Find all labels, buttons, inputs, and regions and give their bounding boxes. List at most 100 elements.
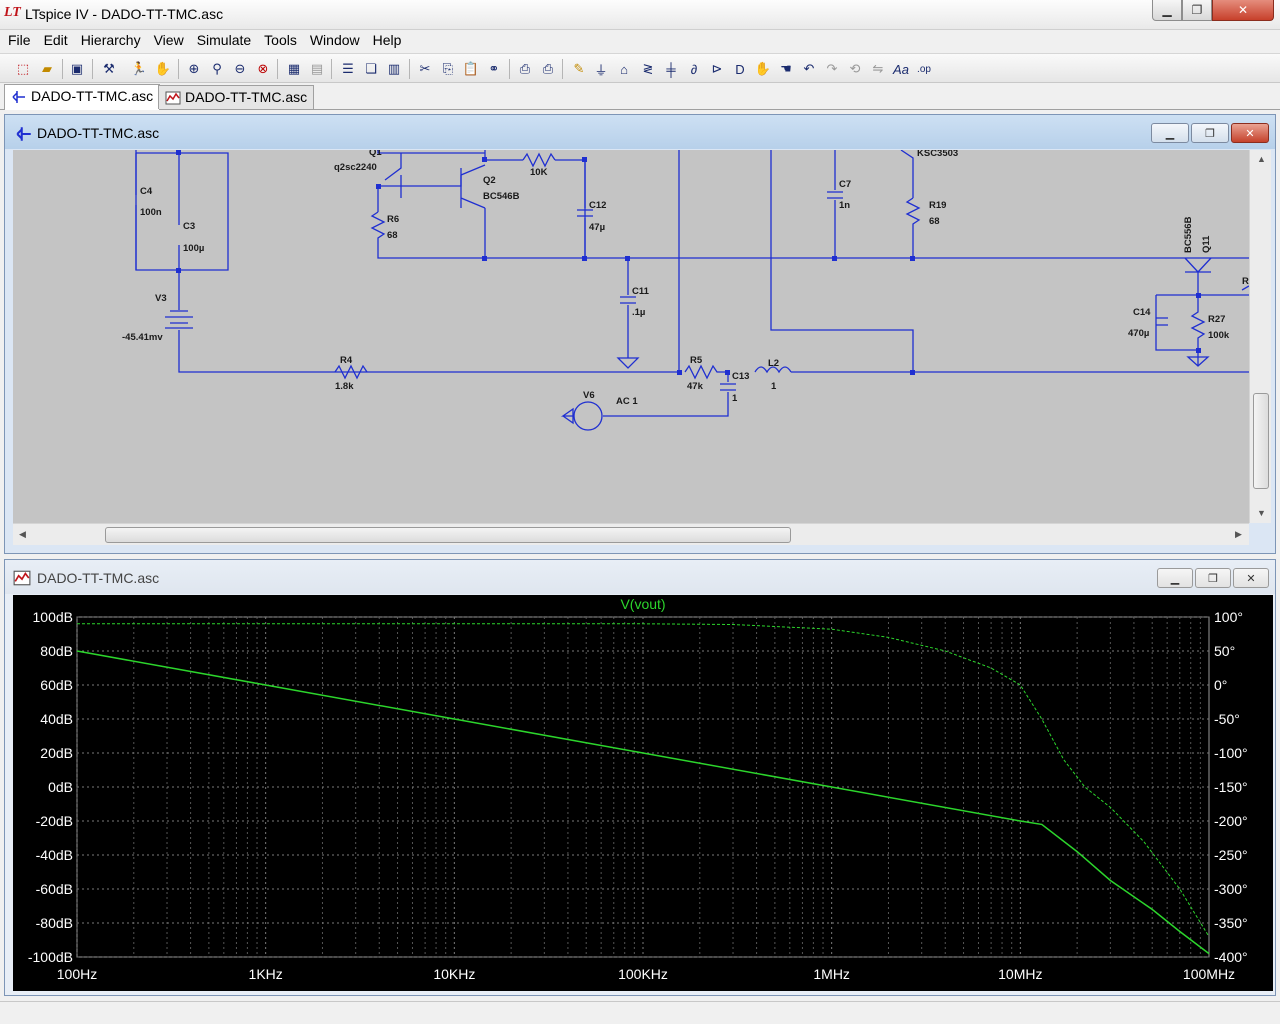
scroll-down-icon[interactable]: ▼ xyxy=(1257,508,1266,518)
component-icon[interactable]: D xyxy=(735,61,745,77)
capacitor-c13 xyxy=(603,372,736,417)
paste-icon[interactable]: 📋 xyxy=(462,61,480,76)
diode-icon[interactable]: ⊳ xyxy=(711,61,723,76)
control-panel-hammer-icon[interactable]: ⚒ xyxy=(103,61,115,76)
menu-window[interactable]: Window xyxy=(309,32,360,48)
view-grid-icon[interactable]: ▤ xyxy=(310,61,324,76)
label-c13: C13 xyxy=(732,371,749,382)
drag-hand-icon[interactable]: ☚ xyxy=(780,61,792,76)
label-net-icon[interactable]: ⌂ xyxy=(620,61,628,77)
document-tabs: DADO-TT-TMC.asc DADO-TT-TMC.asc xyxy=(0,84,1280,110)
halt-hand-icon[interactable]: ✋ xyxy=(154,61,172,76)
y-right-tick-label: -100° xyxy=(1214,745,1248,761)
menu-edit[interactable]: Edit xyxy=(43,32,68,48)
draw-wire-icon[interactable]: ✎ xyxy=(573,61,585,76)
y-right-tick-label: -50° xyxy=(1214,711,1240,727)
schematic-vertical-scrollbar[interactable]: ▲ ▼ xyxy=(1249,150,1271,523)
label-r4: R4 xyxy=(340,355,353,366)
schematic-canvas[interactable]: Q1 q2sc2240 Q2 BC546B 10K C4 100n C3 100… xyxy=(13,150,1249,523)
save-icon[interactable]: ▣ xyxy=(70,61,84,76)
maximize-button[interactable]: ❐ xyxy=(1182,0,1212,21)
menu-view[interactable]: View xyxy=(153,32,184,48)
move-hand-icon[interactable]: ✋ xyxy=(754,61,772,76)
label-c11: C11 xyxy=(632,286,650,297)
tab-schematic[interactable]: DADO-TT-TMC.asc xyxy=(4,84,161,110)
label-q2-model: BC546B xyxy=(483,191,520,202)
resistor-r4 xyxy=(334,364,368,380)
tile-horizontal-icon[interactable]: ☰ xyxy=(342,61,354,76)
horizontal-scroll-thumb[interactable] xyxy=(105,527,791,543)
label-r6-value: 68 xyxy=(387,230,398,241)
schematic-restore-button[interactable]: ❐ xyxy=(1191,123,1229,143)
menu-file[interactable]: File xyxy=(8,32,31,48)
schematic-window: DADO-TT-TMC.asc ▁ ❐ ✕ xyxy=(4,114,1276,554)
waveform-window-titlebar: DADO-TT-TMC.asc ▁ ❐ ✕ xyxy=(5,560,1275,594)
source-v6 xyxy=(573,401,603,431)
autorange-icon[interactable]: ▦ xyxy=(287,61,301,76)
ground-icon[interactable]: ⏚ xyxy=(594,62,608,78)
label-c14: C14 xyxy=(1133,307,1151,318)
zoom-fit-icon[interactable]: ⊗ xyxy=(257,61,269,76)
run-simulation-icon[interactable]: 🏃 xyxy=(130,61,148,76)
undo-icon[interactable]: ↶ xyxy=(803,61,815,76)
inductor-icon[interactable]: ∂ xyxy=(690,61,698,77)
waveform-minimize-button[interactable]: ▁ xyxy=(1157,568,1193,588)
capacitor-icon[interactable]: ╪ xyxy=(666,61,676,77)
schematic-minimize-button[interactable]: ▁ xyxy=(1151,123,1189,143)
scroll-left-icon[interactable]: ◀ xyxy=(19,529,26,539)
menu-hierarchy[interactable]: Hierarchy xyxy=(80,32,141,48)
label-c12-value: 47µ xyxy=(589,222,605,233)
label-q11: Q11 xyxy=(1201,235,1212,253)
junctions xyxy=(176,150,1201,375)
tab-waveform-label: DADO-TT-TMC.asc xyxy=(185,89,308,105)
waveform-restore-button[interactable]: ❐ xyxy=(1195,568,1231,588)
y-right-tick-label: -250° xyxy=(1214,847,1248,863)
tab-waveform[interactable]: DADO-TT-TMC.asc xyxy=(158,85,315,109)
print-setup-icon[interactable]: ⎙ xyxy=(519,61,531,76)
label-l2-value: 1 xyxy=(771,381,777,392)
redo-icon[interactable]: ↷ xyxy=(826,61,838,76)
y-right-tick-label: -350° xyxy=(1214,915,1248,931)
resistor-icon[interactable]: ≷ xyxy=(642,61,654,76)
scroll-up-icon[interactable]: ▲ xyxy=(1257,154,1266,164)
menu-help[interactable]: Help xyxy=(372,32,402,48)
open-folder-icon[interactable]: ▰ xyxy=(42,61,52,76)
zoom-in-icon[interactable]: ⊕ xyxy=(188,61,200,76)
rotate-icon[interactable]: ⟲ xyxy=(849,61,861,76)
print-icon[interactable]: ⎙ xyxy=(542,61,554,76)
spice-directive-icon[interactable]: .op xyxy=(917,63,931,75)
label-r4-value: 1.8k xyxy=(335,381,354,392)
close-button[interactable]: ✕ xyxy=(1212,0,1274,21)
ltspice-logo-icon: LT xyxy=(4,5,21,20)
x-tick-label: 100MHz xyxy=(1183,966,1235,982)
tile-vertical-icon[interactable]: ▥ xyxy=(387,61,401,76)
scroll-right-icon[interactable]: ▶ xyxy=(1235,529,1242,539)
vertical-scroll-thumb[interactable] xyxy=(1253,393,1269,489)
waveform-close-button[interactable]: ✕ xyxy=(1233,568,1269,588)
text-icon[interactable]: Aa xyxy=(893,61,909,77)
battery-v3 xyxy=(165,310,193,329)
new-schematic-icon[interactable]: ⬚ xyxy=(16,61,30,76)
cascade-icon[interactable]: ❏ xyxy=(365,61,377,76)
y-left-tick-label: 20dB xyxy=(40,745,73,761)
y-right-tick-label: -200° xyxy=(1214,813,1248,829)
minimize-button[interactable]: ▁ xyxy=(1152,0,1182,21)
find-binoculars-icon[interactable]: ⚭ xyxy=(488,61,500,76)
menu-simulate[interactable]: Simulate xyxy=(196,32,252,48)
pan-icon[interactable]: ⚲ xyxy=(212,61,222,76)
capacitor-c11 xyxy=(620,258,636,358)
zoom-out-icon[interactable]: ⊖ xyxy=(234,61,246,76)
label-c13-value: 1 xyxy=(732,393,738,404)
plot-title-trace-name: V(vout) xyxy=(620,596,665,612)
schematic-horizontal-scrollbar[interactable]: ◀ ▶ xyxy=(13,523,1249,545)
mirror-icon[interactable]: ⇋ xyxy=(872,61,884,76)
x-tick-label: 100Hz xyxy=(57,966,97,982)
copy-icon[interactable]: ⎘ xyxy=(442,61,454,76)
label-q1: Q1 xyxy=(369,150,382,158)
label-r6: R6 xyxy=(387,214,399,225)
cut-icon[interactable]: ✂ xyxy=(419,61,431,76)
label-r19-value: 68 xyxy=(929,216,940,227)
menu-tools[interactable]: Tools xyxy=(264,32,297,48)
schematic-close-button[interactable]: ✕ xyxy=(1231,123,1269,143)
